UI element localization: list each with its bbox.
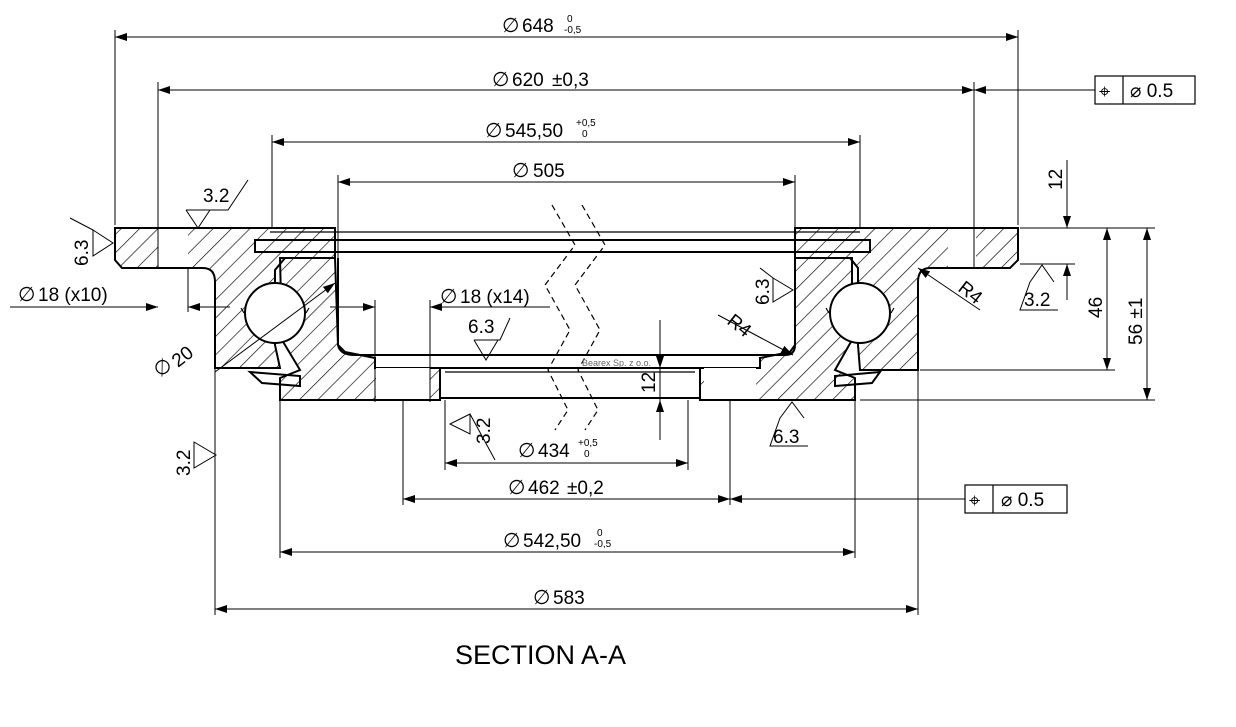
section-caption: SECTION A-A [455, 640, 626, 670]
roughness-r6: 3.2 [474, 418, 495, 444]
svg-text:∅: ∅ [502, 13, 519, 37]
svg-text:∅: ∅ [518, 438, 535, 462]
dim-542: 542,50 [523, 531, 581, 552]
svg-text:∅: ∅ [18, 282, 35, 306]
svg-text:0: 0 [567, 14, 573, 25]
ball-left [244, 282, 306, 344]
svg-text:-0,5: -0,5 [594, 539, 612, 550]
dim-505: 505 [533, 161, 565, 182]
svg-text:∅: ∅ [440, 284, 457, 308]
svg-text:+0,5: +0,5 [578, 438, 598, 449]
position-icon: ⌖ [1099, 79, 1110, 103]
roughness-r4: 3.2 [1024, 290, 1050, 311]
dim-r4-right: R4 [954, 277, 986, 309]
roughness-values: 3.2 6.3 6.3 3.2 6.3 3.2 6.3 3.2 [72, 186, 1050, 476]
dim-holes-outer: 18 (x10) [38, 285, 108, 306]
svg-text:0: 0 [582, 129, 588, 140]
dim-583: 583 [553, 588, 585, 609]
extension-lines [114, 30, 1155, 615]
dim-462: 462 [528, 478, 560, 499]
dimension-lines [10, 33, 1151, 613]
svg-text:∅: ∅ [492, 67, 509, 91]
svg-text:±0,2: ±0,2 [567, 478, 604, 499]
roughness-r1: 3.2 [203, 186, 229, 207]
dim-648: 648 [522, 16, 554, 37]
dim-r4-left: R4 [723, 310, 755, 342]
roughness-r2: 6.3 [72, 240, 93, 266]
dim-height-46: 46 [1086, 297, 1107, 318]
tolerance-bottom-value: ⌀ 0.5 [1001, 490, 1044, 511]
dim-height-12-top: 12 [1046, 169, 1067, 190]
watermark: Bearex Sp. z o.o. [582, 358, 651, 368]
tolerance-frame-top: ⌖ ⌀ 0.5 [1094, 75, 1196, 105]
dim-545: 545,50 [505, 121, 563, 142]
roughness-r5: 6.3 [468, 317, 494, 338]
dim-height-56: 56 ±1 [1126, 298, 1147, 345]
svg-text:∅: ∅ [485, 118, 502, 142]
dim-620: 620 [512, 70, 544, 91]
svg-text:+0,5: +0,5 [576, 118, 596, 129]
svg-text:-0,5: -0,5 [564, 25, 582, 36]
dim-434: 434 [538, 441, 570, 462]
dimension-texts: ∅ 648 0 -0,5 ∅ 620 ±0,3 ∅ 545,50 +0,5 0 … [18, 13, 1147, 609]
position-icon: ⌖ [969, 488, 980, 512]
svg-text:±0,3: ±0,3 [552, 70, 589, 91]
svg-text:0: 0 [584, 449, 590, 460]
roughness-r8: 3.2 [174, 450, 195, 476]
tolerance-frame-bottom: ⌖ ⌀ 0.5 [964, 484, 1068, 514]
roughness-r3: 6.3 [753, 279, 774, 305]
svg-text:∅: ∅ [533, 585, 550, 609]
dim-holes-inner: 18 (x14) [460, 287, 530, 308]
roughness-r7: 6.3 [773, 427, 799, 448]
svg-text:0: 0 [597, 528, 603, 539]
svg-text:∅: ∅ [503, 528, 520, 552]
tolerance-top-value: ⌀ 0.5 [1130, 81, 1173, 102]
ball-right [829, 282, 891, 344]
dim-height-12-inner: 12 [639, 372, 660, 393]
part-section: Bearex Sp. z o.o. [114, 204, 1019, 431]
svg-text:∅: ∅ [512, 158, 529, 182]
svg-text:∅: ∅ [508, 475, 525, 499]
roughness-symbols [69, 179, 1058, 469]
